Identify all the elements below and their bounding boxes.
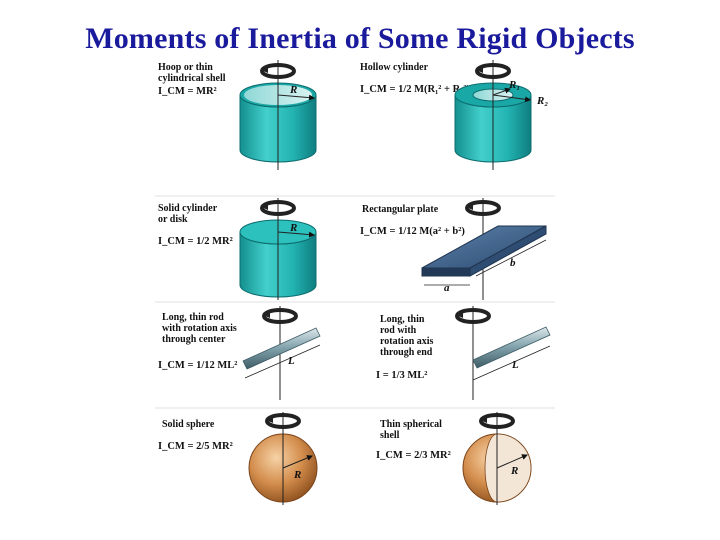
solid-sphere-caption: Solid sphere [162, 419, 215, 430]
rod-end-length-label: L [511, 359, 519, 371]
hollow-cylinder-figure: Hollow cylinder I_CM = 1/2 M(R₁² + R₂²) … [360, 60, 548, 170]
spherical-shell-caption-line-1: Thin spherical [380, 419, 442, 430]
spherical-shell-radius-label: R [510, 465, 518, 477]
hoop-caption-line-2: cylindrical shell [158, 73, 226, 84]
solid-cylinder-caption-line-2: or disk [158, 214, 188, 225]
spherical-shell-figure: Thin spherical shell I_CM = 2/3 MR² R [376, 412, 532, 505]
hollow-inner-radius-label: R₁ [508, 79, 520, 91]
rod-end-caption-line-3: rotation axis [380, 336, 434, 347]
rod-center-length-label: L [287, 355, 295, 367]
hollow-cylinder-caption: Hollow cylinder [360, 62, 429, 73]
spherical-shell-caption-line-2: shell [380, 430, 400, 441]
hollow-cylinder-formula: I_CM = 1/2 M(R₁² + R₂²) [360, 84, 471, 95]
solid-cylinder-caption-line-1: Solid cylinder [158, 203, 218, 214]
rod-center-formula: I_CM = 1/12 ML² [158, 360, 237, 371]
solid-cylinder-formula: I_CM = 1/2 MR² [158, 236, 233, 247]
page-title: Moments of Inertia of Some Rigid Objects [85, 22, 635, 55]
spherical-shell-formula: I_CM = 2/3 MR² [376, 450, 451, 461]
solid-sphere-figure: Solid sphere I_CM = 2/5 MR² R [158, 412, 318, 505]
rod-center-caption-line-1: Long, thin rod [162, 312, 224, 323]
rod-end-caption-line-4: through end [380, 347, 433, 358]
hollow-outer-radius-label: R₂ [536, 95, 548, 107]
rod-end-caption-line-2: rod with [380, 325, 417, 336]
rod-center-caption-line-3: through center [162, 334, 226, 345]
solid-sphere-formula: I_CM = 2/5 MR² [158, 441, 233, 452]
hoop-radius-label: R [289, 84, 297, 96]
plate-length-label: b [510, 257, 516, 269]
hoop-figure: Hoop or thin cylindrical shell I_CM = MR… [158, 60, 317, 170]
rod-end-caption-line-1: Long, thin [380, 314, 425, 325]
hoop-caption-line-1: Hoop or thin [158, 62, 213, 73]
solid-sphere-radius-label: R [293, 469, 301, 481]
rod-center-caption-line-2: with rotation axis [162, 323, 237, 334]
rod-end-formula: I = 1/3 ML² [376, 370, 427, 381]
solid-cylinder-figure: Solid cylinder or disk I_CM = 1/2 MR² R [158, 198, 317, 300]
solid-cylinder-radius-label: R [289, 222, 297, 234]
plate-width-label: a [444, 282, 450, 294]
rectangular-plate-formula: I_CM = 1/12 M(a² + b²) [360, 226, 465, 237]
rod-center-figure: Long, thin rod with rotation axis throug… [158, 306, 321, 400]
rod-end-figure: Long, thin rod with rotation axis throug… [376, 306, 551, 400]
rectangular-plate-caption: Rectangular plate [362, 204, 439, 215]
rectangular-plate-figure: Rectangular plate I_CM = 1/12 M(a² + b²)… [360, 198, 547, 300]
hoop-formula: I_CM = MR² [158, 86, 217, 97]
